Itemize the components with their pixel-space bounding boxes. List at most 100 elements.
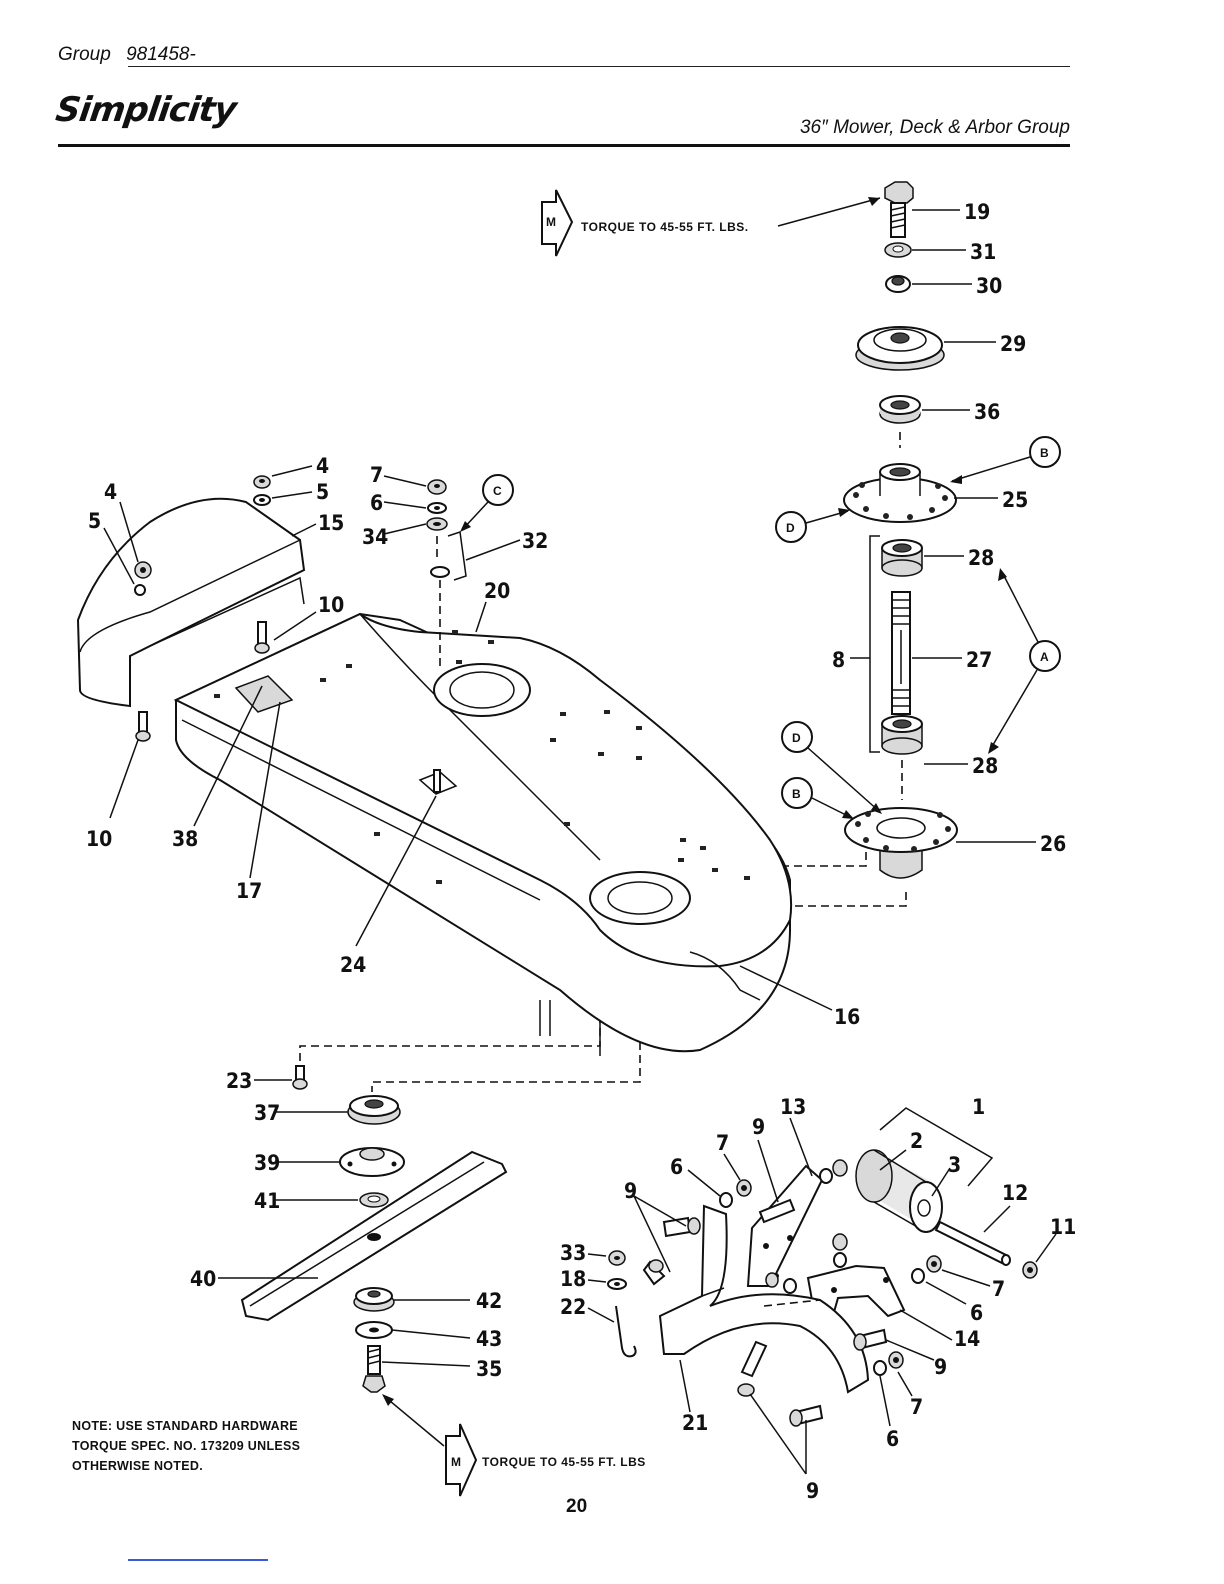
- label-2: 2: [910, 1129, 923, 1153]
- washer-34: [426, 517, 448, 531]
- callout-D-top: D: [775, 508, 850, 543]
- label-25: 25: [1002, 488, 1028, 512]
- label-7-top: 7: [370, 463, 383, 487]
- torque-badge-top: [541, 189, 574, 257]
- clip-32: [447, 531, 467, 581]
- torque-arrow-top: [777, 197, 881, 227]
- bolt-9-right: [853, 1328, 904, 1376]
- bolt-10-upper: [254, 621, 270, 654]
- svg-text:C: C: [493, 484, 502, 498]
- label-42: 42: [476, 1289, 502, 1313]
- group-header: Group 981458-: [58, 44, 196, 66]
- axle-12: [934, 1220, 1011, 1266]
- decal-38: [234, 675, 294, 713]
- callout-C: C: [460, 474, 514, 532]
- label-43: 43: [476, 1327, 502, 1351]
- torque-note-top: M TORQUE TO 45-55 FT. LBS.: [541, 189, 881, 257]
- nut-33: [608, 1250, 626, 1266]
- hook-22: [615, 1305, 637, 1358]
- nut-4: [253, 475, 271, 489]
- svg-text:D: D: [792, 731, 801, 745]
- svg-text:M: M: [451, 1455, 462, 1469]
- label-20: 20: [484, 579, 510, 603]
- label-3: 3: [948, 1153, 961, 1177]
- housing-top-25: [843, 463, 957, 523]
- torque-arrowhead-top: [868, 197, 880, 206]
- svg-text:D: D: [786, 521, 795, 535]
- note-line-2: TORQUE SPEC. NO. 173209 UNLESS: [72, 1439, 301, 1453]
- bracket-8: [869, 535, 880, 753]
- label-7-upper: 7: [716, 1131, 729, 1155]
- washer-6-top: [427, 502, 447, 514]
- label-13: 13: [780, 1095, 806, 1119]
- label-17: 17: [236, 879, 262, 903]
- bolt-35: [362, 1345, 386, 1393]
- group-label: Group: [58, 44, 111, 65]
- housing-bottom-26: [844, 807, 958, 879]
- label-1: 1: [972, 1095, 985, 1119]
- label-11: 11: [1050, 1215, 1076, 1239]
- label-9-top: 9: [752, 1115, 765, 1139]
- spindle-shaft-27: [891, 591, 911, 715]
- torque-note-bottom: M TORQUE TO 45-55 FT. LBS: [382, 1394, 646, 1497]
- washer-42: [353, 1287, 395, 1312]
- group-number: 981458-: [126, 44, 196, 65]
- svg-text:TORQUE TO 45-55 FT. LBS: TORQUE TO 45-55 FT. LBS: [482, 1455, 646, 1469]
- label-6-lower: 6: [886, 1427, 899, 1451]
- bearing-28-upper: [881, 539, 923, 577]
- label-28-lower: 28: [972, 754, 998, 778]
- callout-A: A: [988, 568, 1061, 754]
- callout-B-top: B: [950, 436, 1061, 484]
- washer-41: [359, 1192, 389, 1208]
- blade-adapter-39: [339, 1147, 405, 1177]
- label-5-top: 5: [316, 480, 329, 504]
- label-5-left: 5: [88, 509, 101, 533]
- bolt-19: [884, 181, 914, 238]
- page-title: 36″ Mower, Deck & Arbor Group: [799, 117, 1070, 138]
- label-19: 19: [964, 200, 990, 224]
- label-6-right: 6: [970, 1301, 983, 1325]
- part-number-labels: 19 31 30 29 36 25 28 27 8 28 26 4 5 15 4…: [86, 200, 1076, 1503]
- washer-5: [253, 494, 271, 506]
- label-16: 16: [834, 1005, 860, 1029]
- lock-washer-31: [884, 242, 912, 258]
- callout-D-bottom: D: [781, 721, 882, 814]
- bearing-28-lower: [881, 715, 923, 755]
- nut-7-top: [427, 479, 447, 495]
- label-9-right: 9: [934, 1355, 947, 1379]
- label-36: 36: [974, 400, 1000, 424]
- label-4-top: 4: [316, 454, 329, 478]
- label-14: 14: [954, 1327, 980, 1351]
- callout-B-bottom: B: [781, 777, 854, 819]
- bearing-36: [879, 395, 921, 424]
- label-41: 41: [254, 1189, 280, 1213]
- footer-line: [128, 1559, 268, 1561]
- label-12: 12: [1002, 1181, 1028, 1205]
- label-34: 34: [362, 525, 388, 549]
- spacer-37: [347, 1095, 401, 1125]
- label-31: 31: [970, 240, 996, 264]
- label-21: 21: [682, 1411, 708, 1435]
- label-15: 15: [318, 511, 344, 535]
- torque-text-top: TORQUE TO 45-55 FT. LBS.: [581, 220, 749, 234]
- label-23: 23: [226, 1069, 252, 1093]
- label-28-upper: 28: [968, 546, 994, 570]
- bolt-9-lower-pair: [737, 1340, 824, 1427]
- hardware-note: NOTE: USE STANDARD HARDWARE TORQUE SPEC.…: [72, 1416, 300, 1476]
- label-4-left: 4: [104, 480, 117, 504]
- label-40: 40: [190, 1267, 216, 1291]
- label-10-upper: 10: [318, 593, 344, 617]
- note-line-1: NOTE: USE STANDARD HARDWARE: [72, 1419, 298, 1433]
- hardware-right-7-6: [911, 1255, 942, 1284]
- label-22: 22: [560, 1295, 586, 1319]
- label-24: 24: [340, 953, 366, 977]
- label-33: 33: [560, 1241, 586, 1265]
- spacer-30: [885, 275, 911, 293]
- bolt-23: [292, 1065, 308, 1090]
- torque-badge-letter-top: M: [546, 215, 557, 229]
- label-32: 32: [522, 529, 548, 553]
- note-line-3: OTHERWISE NOTED.: [72, 1459, 203, 1473]
- label-37: 37: [254, 1101, 280, 1125]
